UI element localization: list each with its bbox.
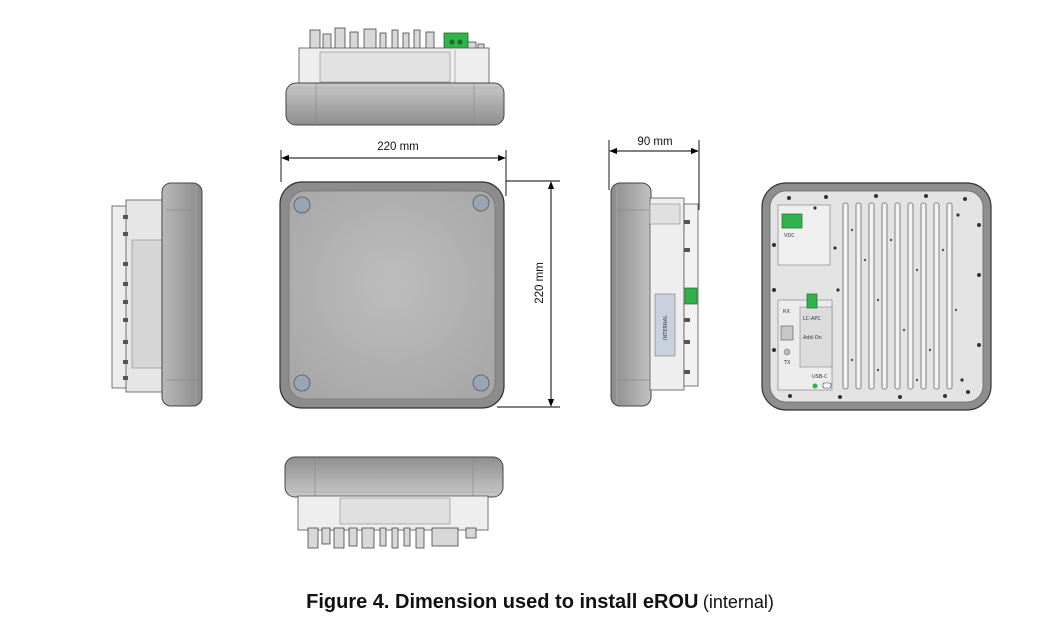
rear-view: VDC RX LC-APC Add-On TX USB-C [761, 182, 992, 411]
left-side-view [111, 182, 203, 407]
fiber-connector [806, 293, 818, 309]
caption-suffix: (internal) [702, 592, 774, 612]
depth-dimension: 90 mm [608, 136, 700, 210]
lc-apc-label: LC-APC [803, 316, 821, 322]
height-dimension: 220 mm [497, 180, 560, 408]
bottom-view [284, 456, 504, 549]
front-view [279, 181, 505, 409]
rj45-port [780, 325, 794, 341]
usb-c-port [822, 382, 832, 389]
top-view [285, 27, 505, 126]
vdc-label: VDC [784, 233, 795, 239]
internal-label-plate [654, 293, 676, 357]
side-power-connector [684, 287, 698, 305]
usb-c-label: USB-C [812, 374, 828, 380]
height-label: 220 mm [534, 262, 546, 304]
power-connector [443, 32, 469, 51]
rx-label: RX [783, 309, 790, 315]
tx-label: TX [783, 360, 791, 366]
vdc-connector [781, 213, 803, 229]
width-dimension: 220 mm [280, 141, 507, 196]
caption-main: Figure 4. Dimension used to install eROU [306, 591, 699, 613]
width-label: 220 mm [377, 141, 419, 153]
figure-caption: Figure 4. Dimension used to install eROU… [0, 591, 1054, 614]
add-on-label: Add-On [803, 335, 822, 341]
right-side-view: INTERNAL [610, 182, 699, 407]
internal-label-text: INTERNAL [663, 315, 669, 340]
heatsink-fins [842, 202, 953, 390]
depth-label: 90 mm [637, 136, 672, 148]
